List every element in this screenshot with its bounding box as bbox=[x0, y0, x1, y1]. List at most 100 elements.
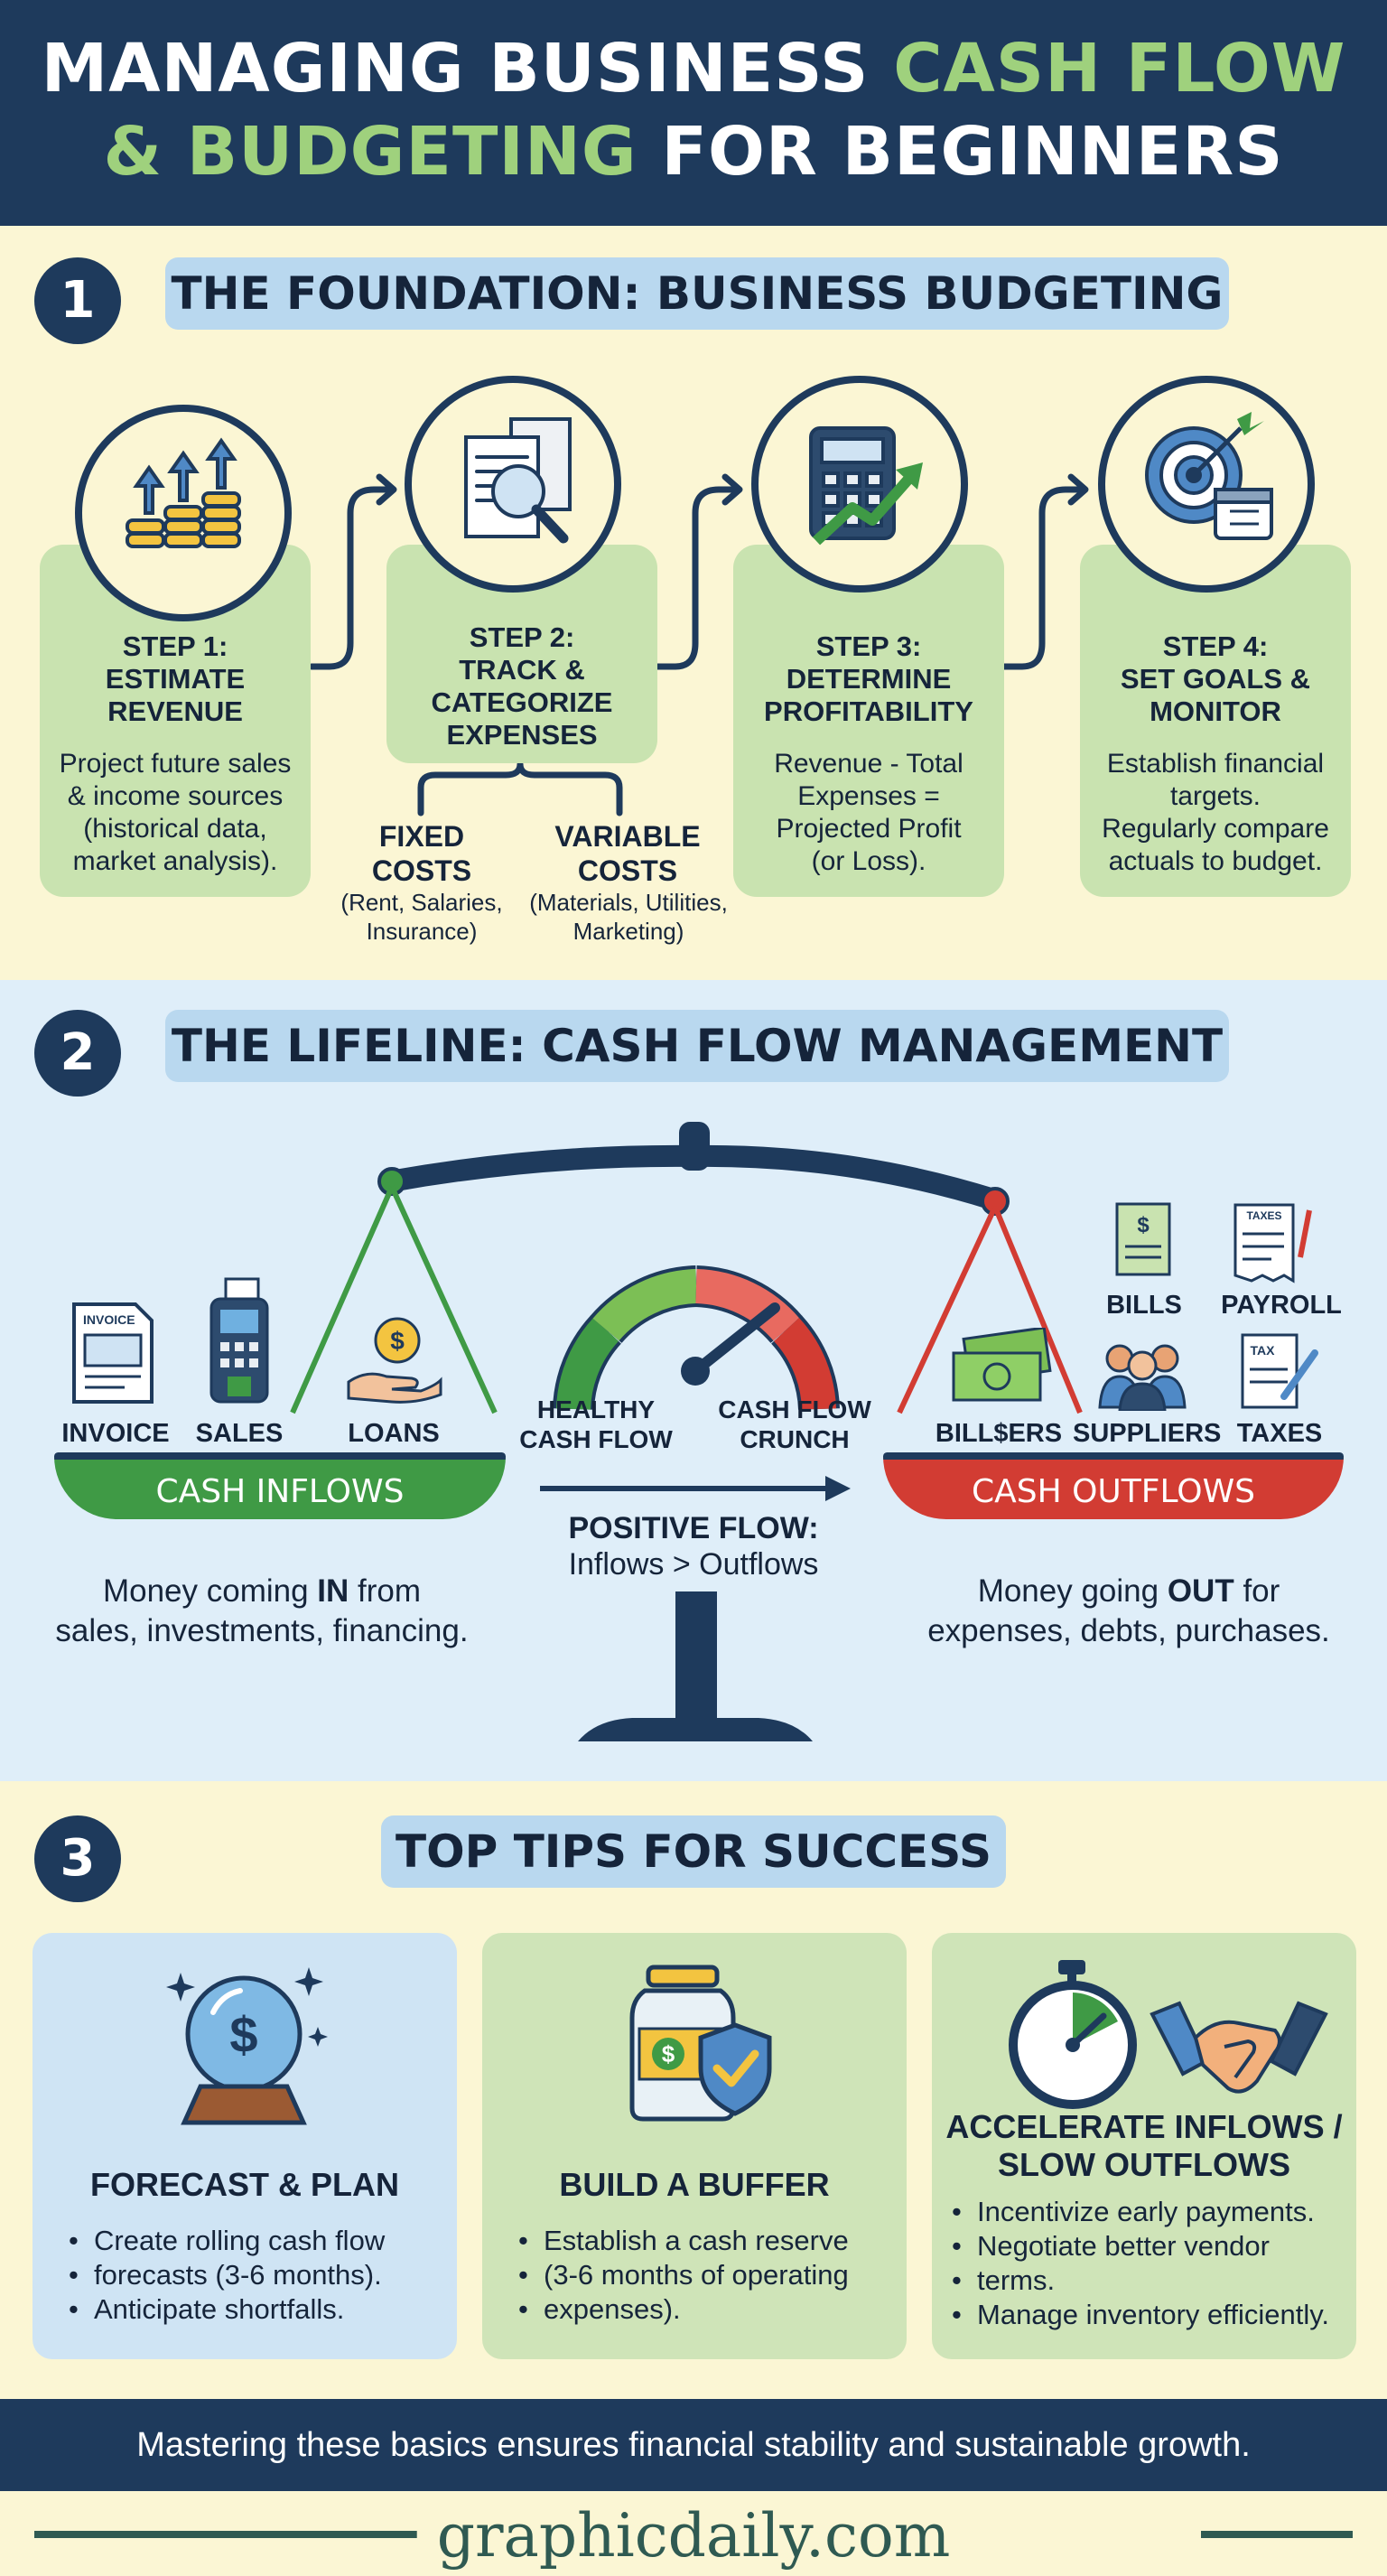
desc-part: for bbox=[1233, 1573, 1280, 1609]
tax-form-icon: TAX bbox=[1239, 1331, 1320, 1413]
crystal-ball-badge: $ bbox=[229, 2006, 257, 2063]
inflow-label-loans: LOANS bbox=[348, 1419, 440, 1448]
desc-part: Money coming bbox=[102, 1573, 318, 1609]
outflow-label-taxes: TAXES bbox=[1236, 1419, 1323, 1448]
section-number: 2 bbox=[34, 1010, 121, 1097]
bill-badge: $ bbox=[1137, 1213, 1150, 1237]
page-title-line-2: & BUDGETING FOR BEGINNERS bbox=[0, 110, 1387, 193]
taxes-badge: TAXES bbox=[1246, 1209, 1281, 1222]
page-header: MANAGING BUSINESS CASH FLOW & BUDGETING … bbox=[0, 0, 1387, 226]
tip-item: Manage inventory efficiently. bbox=[950, 2298, 1329, 2332]
step-desc: Projected Profit bbox=[776, 814, 962, 844]
desc-emphasis: IN bbox=[317, 1573, 349, 1609]
hand-coin-icon: $ bbox=[345, 1315, 444, 1405]
tip-title: BUILD A BUFFER bbox=[559, 2166, 830, 2203]
gauge-healthy-label: HEALTHY CASH FLOW bbox=[515, 1395, 677, 1454]
footer-banner: Mastering these basics ensures financial… bbox=[0, 2399, 1387, 2491]
step-desc: Expenses = bbox=[797, 781, 940, 811]
step-title: STEP 2: bbox=[469, 621, 575, 653]
cash-inflows-pan bbox=[54, 1452, 506, 1519]
card-terminal-icon bbox=[208, 1277, 271, 1405]
tip-item: forecasts (3-6 months). bbox=[67, 2258, 385, 2292]
inflow-label-sales: SALES bbox=[195, 1419, 284, 1448]
cost-title-line: COSTS bbox=[371, 854, 472, 887]
desc-line: sales, investments, financing. bbox=[55, 1613, 469, 1648]
stopwatch-icon bbox=[1009, 1960, 1137, 2109]
brand-logo: graphicdaily.com bbox=[416, 2502, 971, 2571]
tip-title: FORECAST & PLAN bbox=[90, 2166, 399, 2203]
fixed-costs-title: FIXED COSTS bbox=[345, 819, 498, 888]
crystal-ball-icon: $ bbox=[166, 1967, 328, 2125]
coins-growth-icon bbox=[75, 405, 292, 621]
cost-desc-line: Insurance) bbox=[366, 918, 478, 945]
bill-document-icon: $ bbox=[1114, 1201, 1174, 1279]
inflow-label-invoice: INVOICE bbox=[61, 1419, 170, 1448]
cost-title-line: FIXED bbox=[378, 820, 465, 853]
tip-title-line: SLOW OUTFLOWS bbox=[998, 2146, 1290, 2183]
desc-emphasis: OUT bbox=[1167, 1573, 1234, 1609]
tip-list: Create rolling cash flow forecasts (3-6 … bbox=[67, 2224, 385, 2327]
tip-card-forecast: $ FORECAST & PLAN Create rolling cash fl… bbox=[33, 1933, 457, 2359]
step-title: SET GOALS & bbox=[1120, 663, 1311, 695]
gauge-label-line: CASH FLOW bbox=[519, 1425, 673, 1453]
outflows-description: Money going OUT for expenses, debts, pur… bbox=[894, 1572, 1364, 1651]
positive-flow-formula: Inflows > Outflows bbox=[568, 1547, 819, 1582]
title-highlight: & BUDGETING bbox=[103, 113, 638, 191]
page-title-line-1: MANAGING BUSINESS CASH FLOW bbox=[0, 0, 1387, 110]
step-title: TRACK & bbox=[459, 654, 585, 686]
step-desc: (historical data, bbox=[83, 814, 267, 844]
section-number: 1 bbox=[34, 257, 121, 344]
tip-card-accelerate: ACCELERATE INFLOWS / SLOW OUTFLOWS Incen… bbox=[932, 1933, 1356, 2359]
section-title: THE FOUNDATION: BUSINESS BUDGETING bbox=[165, 257, 1229, 330]
jar-shield-icon: $ bbox=[629, 1965, 772, 2122]
tip-item: Anticipate shortfalls. bbox=[67, 2292, 385, 2327]
tip-item: terms. bbox=[950, 2263, 1329, 2298]
tip-item: expenses). bbox=[517, 2292, 849, 2327]
handshake-icon bbox=[1150, 2001, 1328, 2094]
tip-card-buffer: $ BUILD A BUFFER Establish a cash reserv… bbox=[482, 1933, 907, 2359]
step-title: CATEGORIZE bbox=[431, 686, 613, 718]
cash-inflows-label: CASH INFLOWS bbox=[155, 1473, 405, 1510]
brand-bar: graphicdaily.com bbox=[0, 2491, 1387, 2576]
receipts-magnifier-icon bbox=[405, 376, 621, 593]
inflows-description: Money coming IN from sales, investments,… bbox=[27, 1572, 497, 1651]
step-desc: Establish financial bbox=[1106, 749, 1325, 779]
jar-badge: $ bbox=[662, 2040, 675, 2067]
step-title: MONITOR bbox=[1150, 695, 1281, 727]
step-desc: Revenue - Total bbox=[774, 749, 963, 779]
cost-title-line: VARIABLE bbox=[554, 820, 701, 853]
brand-divider-left bbox=[34, 2531, 692, 2538]
cash-flow-scale bbox=[290, 1122, 1083, 1741]
step-connectors bbox=[308, 473, 1089, 817]
cash-bills-icon bbox=[948, 1326, 1053, 1405]
desc-part: Money going bbox=[977, 1573, 1168, 1609]
step-title: STEP 4: bbox=[1162, 630, 1269, 662]
gauge-label-line: HEALTHY bbox=[536, 1395, 656, 1423]
tip-list: Establish a cash reserve (3-6 months of … bbox=[517, 2224, 849, 2327]
tip-title-line: ACCELERATE INFLOWS / bbox=[945, 2108, 1343, 2145]
step-desc: market analysis). bbox=[72, 846, 278, 876]
step-desc: Project future sales bbox=[59, 749, 292, 779]
positive-flow-title: POSITIVE FLOW: bbox=[568, 1511, 819, 1545]
tip-item: (3-6 months of operating bbox=[517, 2258, 849, 2292]
gauge-label-line: CASH FLOW bbox=[718, 1395, 871, 1423]
step-title: EXPENSES bbox=[446, 719, 598, 751]
step-card-4: STEP 4: SET GOALS & MONITOR Establish fi… bbox=[1080, 545, 1351, 897]
title-highlight: CASH FLOW bbox=[893, 30, 1346, 107]
step-title: PROFITABILITY bbox=[764, 695, 973, 727]
cost-title-line: COSTS bbox=[577, 854, 678, 887]
variable-costs-title: VARIABLE COSTS bbox=[533, 819, 722, 888]
desc-part: from bbox=[349, 1573, 422, 1609]
step-title: STEP 3: bbox=[815, 630, 922, 662]
tip-item: Establish a cash reserve bbox=[517, 2224, 849, 2258]
step-desc: Regularly compare bbox=[1102, 814, 1329, 844]
cost-desc-line: Marketing) bbox=[572, 918, 684, 945]
step-title: DETERMINE bbox=[786, 663, 952, 695]
gauge-label-line: CRUNCH bbox=[740, 1425, 850, 1453]
gauge-crunch-label: CASH FLOW CRUNCH bbox=[713, 1395, 876, 1454]
brand-divider-right bbox=[1201, 2531, 1353, 2538]
coin-badge: $ bbox=[390, 1327, 405, 1355]
desc-line: expenses, debts, purchases. bbox=[927, 1613, 1330, 1648]
title-part: FOR BEGINNERS bbox=[637, 113, 1284, 191]
variable-costs-desc: (Materials, Utilities, Marketing) bbox=[513, 888, 744, 946]
